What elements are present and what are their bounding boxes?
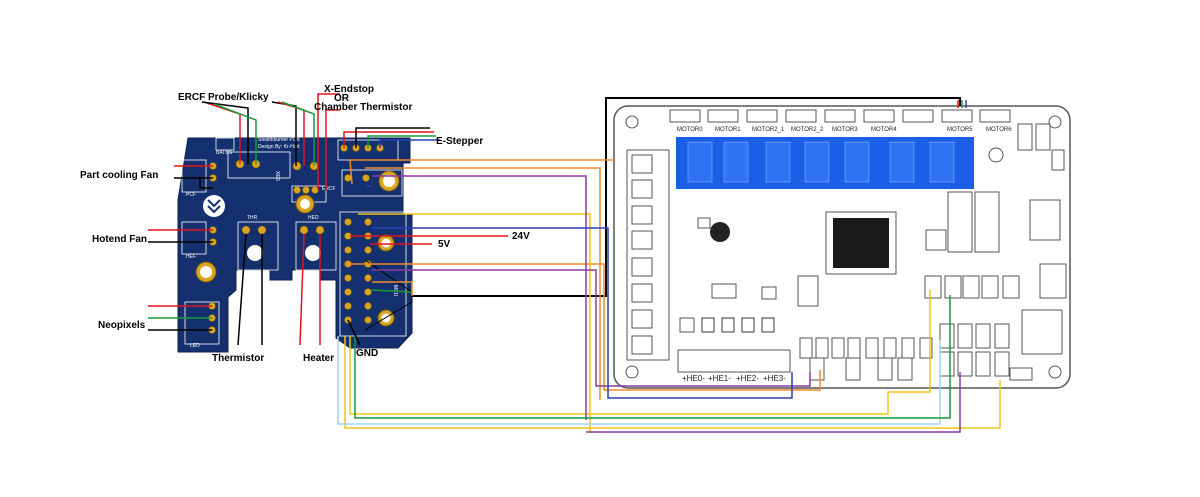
motor-label: MOTOR2_2 bbox=[791, 127, 824, 133]
hotend-fan-label: Hotend Fan bbox=[92, 234, 147, 245]
heater-label: +HE1- bbox=[708, 374, 731, 383]
motor-label: MOTOR0 bbox=[677, 127, 703, 133]
v5-label: 5V bbox=[438, 239, 451, 250]
pcb-hed-label: HED bbox=[308, 215, 319, 221]
pcb-xes-label: XES bbox=[274, 171, 280, 182]
motor-label: MOTOR1 bbox=[715, 127, 741, 133]
x-endstop-or-label: OR bbox=[334, 93, 350, 104]
e-stepper-label: E-Stepper bbox=[436, 136, 483, 147]
part-cooling-fan-label: Part cooling Fan bbox=[80, 170, 158, 181]
pcb-pcf-label: PCF bbox=[186, 192, 196, 198]
pcb-led-label: LED bbox=[190, 343, 200, 349]
motor-connectors bbox=[669, 109, 1011, 123]
pcb-title: Stealthburner PCB bbox=[258, 137, 300, 143]
v24-label: 24V bbox=[512, 231, 530, 242]
motor-label: MOTOR2_1 bbox=[752, 127, 785, 133]
mcu-chip bbox=[825, 211, 897, 275]
probe-label: Probe/Klicky bbox=[208, 92, 269, 103]
stepper-drivers bbox=[676, 137, 974, 189]
heater-terminals: +HE0- +HE1- +HE2- +HE3- bbox=[677, 349, 791, 383]
pcb-thr-label: THR bbox=[247, 215, 258, 221]
motor-label: MOTOR5 bbox=[947, 127, 973, 133]
neopixels-label: Neopixels bbox=[98, 320, 146, 331]
pcb-batbs-label: BATBS bbox=[216, 150, 233, 156]
heater-label: +HE2- bbox=[736, 374, 759, 383]
motor-label: MOTOR6 bbox=[986, 127, 1012, 133]
motor-label: MOTOR3 bbox=[832, 127, 858, 133]
wires bbox=[148, 93, 1001, 433]
heater-label: +HE0- bbox=[682, 374, 705, 383]
heater-label-text: Heater bbox=[303, 353, 334, 364]
ercf-label: ERCF bbox=[178, 92, 205, 103]
motor-labels: MOTOR0 MOTOR1 MOTOR2_1 MOTOR2_2 MOTOR3 M… bbox=[677, 127, 1012, 133]
board-components bbox=[679, 123, 1067, 381]
pcb-subtitle: Design By: Kr-Hart bbox=[258, 144, 300, 150]
pcb-hef-label: HEF bbox=[186, 254, 196, 260]
motor-label: MOTOR4 bbox=[871, 127, 897, 133]
x-endstop-label: X-Endstop bbox=[324, 84, 374, 95]
controller-board: MOTOR0 MOTOR1 MOTOR2_1 MOTOR2_2 MOTOR3 M… bbox=[613, 105, 1071, 389]
gnd-label: GND bbox=[356, 348, 378, 359]
terminal-blocks bbox=[626, 149, 670, 361]
chamber-thermistor-label: Chamber Thermistor bbox=[314, 102, 412, 113]
thermistor-label: Thermistor bbox=[212, 353, 264, 364]
labels: ERCF Probe/Klicky X-Endstop OR Chamber T… bbox=[80, 84, 530, 364]
heater-label: +HE3- bbox=[763, 374, 786, 383]
toolhead-pcb: Stealthburner PCB Design By: Kr-Hart BAT… bbox=[177, 137, 413, 353]
pcb-ercf-label: ERCF bbox=[322, 186, 336, 192]
